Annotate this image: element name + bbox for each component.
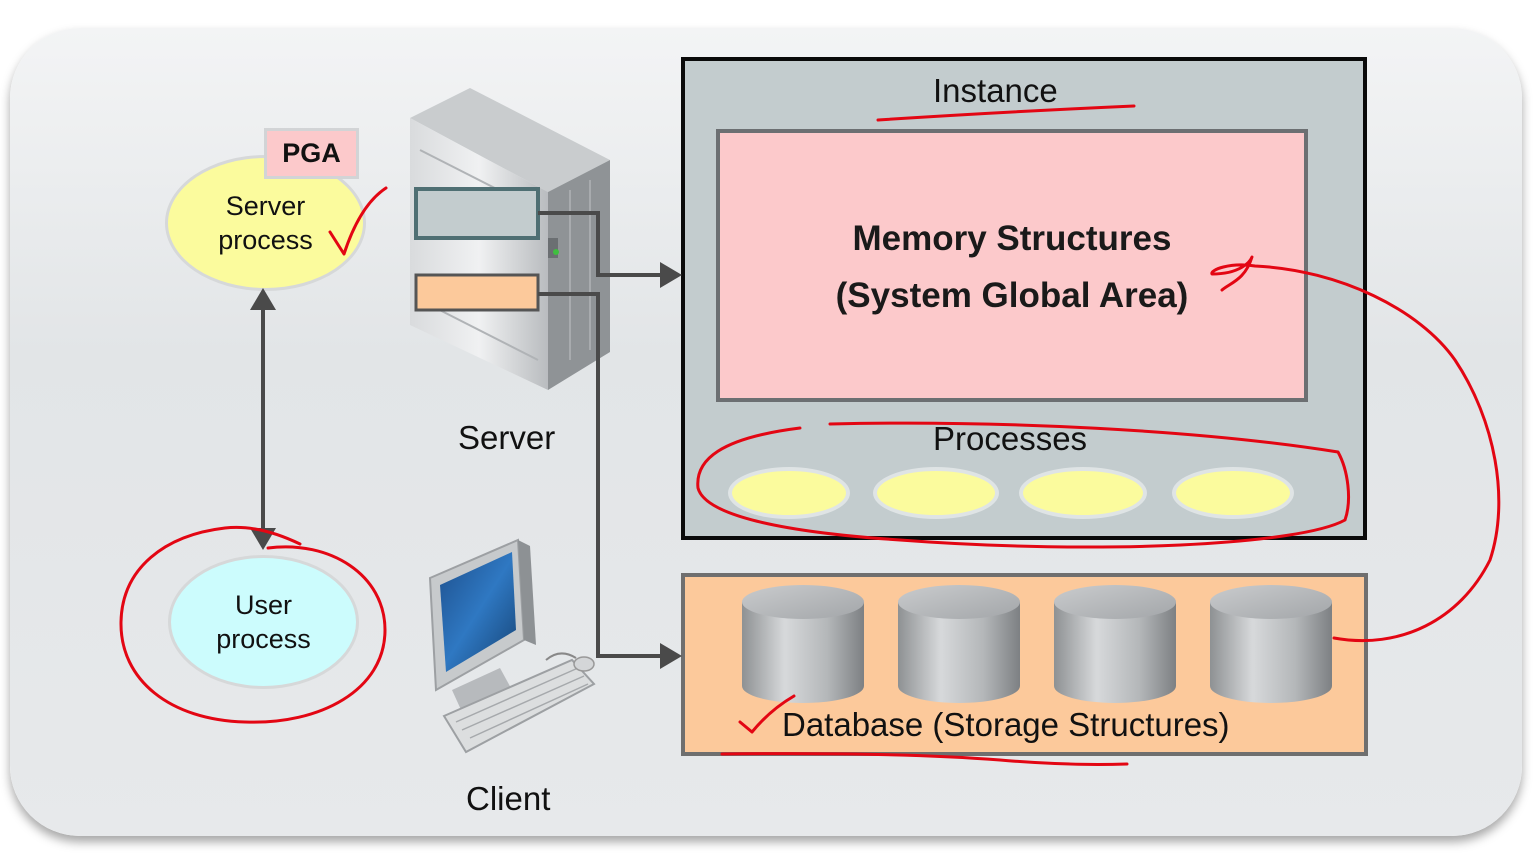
database-cylinder-icon	[1210, 585, 1332, 703]
client-label: Client	[466, 780, 551, 817]
server-process-label-line2: process	[218, 225, 313, 255]
database-checkmark-annotation	[738, 694, 796, 734]
memory-structures-title: Memory Structures (System Global Area)	[716, 210, 1328, 324]
pga-box: PGA	[264, 128, 359, 179]
memory-structures-line1: Memory Structures	[852, 219, 1172, 258]
background-process-oval	[1172, 467, 1294, 519]
server-process-label-line1: Server	[225, 191, 306, 221]
user-server-double-arrow	[250, 288, 276, 550]
server-tower-icon	[410, 88, 610, 390]
database-label: Database (Storage Structures)	[782, 706, 1230, 743]
processes-circle-annotation	[696, 421, 1351, 549]
user-process-label-line1: User	[234, 590, 292, 620]
instance-underline-annotation	[876, 104, 1136, 122]
database-cylinder-icon	[742, 585, 864, 703]
server-to-instance-connector	[538, 211, 682, 288]
server-process-checkmark-annotation	[328, 186, 388, 256]
user-process-circle-annotation	[119, 525, 387, 724]
background-process-oval	[1019, 467, 1147, 519]
sga-box	[716, 129, 1308, 402]
database-cylinder-icon	[1054, 585, 1176, 703]
user-process-ellipse: User process	[168, 555, 359, 689]
pga-label: PGA	[282, 138, 341, 168]
server-label: Server	[458, 419, 556, 456]
user-process-label-line2: process	[216, 624, 311, 654]
memory-structures-line2: (System Global Area)	[835, 276, 1189, 315]
background-process-oval	[728, 467, 850, 519]
background-process-oval	[873, 467, 999, 519]
database-underline-annotation	[720, 752, 1129, 766]
database-cylinder-icon	[898, 585, 1020, 703]
sga-link-annotation	[1210, 255, 1501, 643]
desktop-computer-icon	[428, 538, 596, 754]
instance-label: Instance	[933, 72, 1058, 109]
server-to-database-connector	[538, 292, 682, 669]
